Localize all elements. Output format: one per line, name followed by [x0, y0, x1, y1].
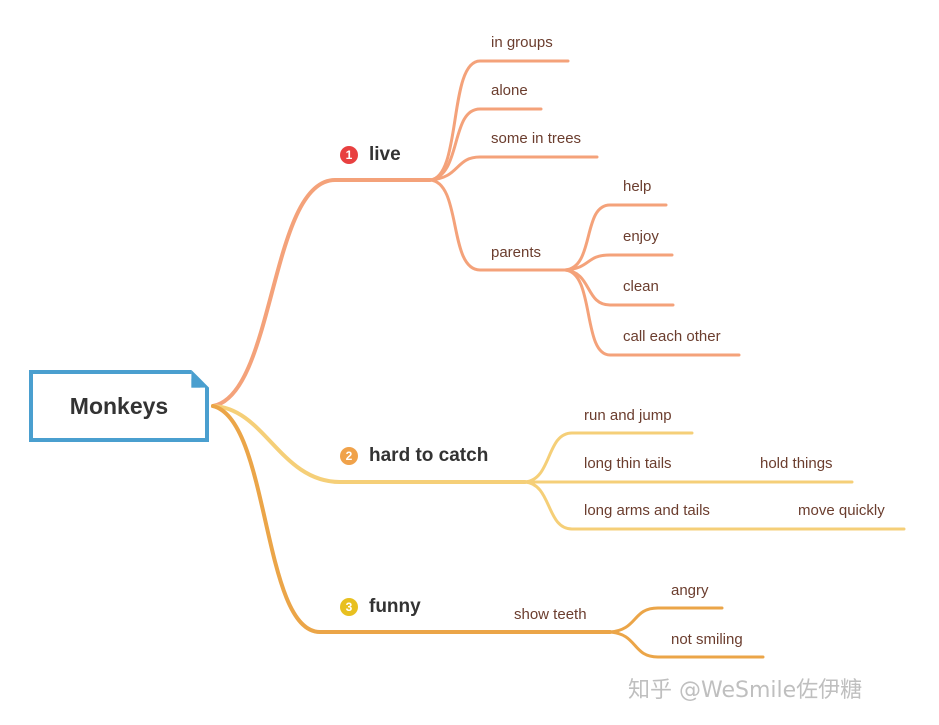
node-hold-things[interactable]: hold things	[760, 455, 833, 472]
watermark: 知乎 @WeSmile佐伊糖	[628, 678, 863, 703]
node-clean[interactable]: clean	[623, 278, 659, 295]
root-label: Monkeys	[69, 392, 169, 419]
node-run-and-jump[interactable]: run and jump	[584, 407, 672, 424]
node-show-teeth[interactable]: show teeth	[514, 606, 587, 623]
link-help	[563, 203, 668, 272]
node-parents[interactable]: parents	[491, 244, 542, 261]
branch-funny[interactable]: funny	[369, 596, 421, 617]
branch-live[interactable]: live	[369, 144, 401, 165]
link-run-and-jump	[523, 431, 694, 484]
node-long-thin-tails[interactable]: long thin tails	[584, 455, 672, 472]
link-angry	[608, 606, 724, 634]
badge-2: 2	[340, 447, 358, 465]
link-root-hard-to-catch	[211, 404, 527, 484]
link-enjoy	[563, 253, 674, 272]
link-root-funny	[211, 404, 612, 634]
link-root-live	[211, 178, 432, 408]
link-some-in-trees	[428, 155, 599, 182]
page-corner-icon	[191, 370, 209, 388]
node-in-groups[interactable]: in groups	[491, 34, 553, 51]
node-enjoy[interactable]: enjoy	[623, 228, 659, 245]
link-long-arms-and-tails	[523, 480, 906, 531]
node-alone[interactable]: alone	[491, 82, 528, 99]
link-alone	[428, 107, 543, 182]
node-long-arms-and-tails[interactable]: long arms and tails	[584, 502, 710, 519]
node-some-in-trees[interactable]: some in trees	[491, 130, 582, 147]
link-call-each-other	[563, 268, 741, 357]
node-angry[interactable]: angry	[671, 582, 709, 599]
node-help[interactable]: help	[623, 178, 652, 195]
node-move-quickly[interactable]: move quickly	[798, 502, 885, 519]
root-node[interactable]: Monkeys	[29, 370, 209, 442]
badge-1: 1	[340, 146, 358, 164]
badge-3: 3	[340, 598, 358, 616]
link-parents	[428, 178, 567, 272]
node-not-smiling[interactable]: not smiling	[671, 631, 743, 648]
branch-hard-to-catch[interactable]: hard to catch	[369, 445, 489, 466]
node-call-each-other[interactable]: call each other	[623, 328, 721, 345]
link-not-smiling	[608, 630, 765, 659]
